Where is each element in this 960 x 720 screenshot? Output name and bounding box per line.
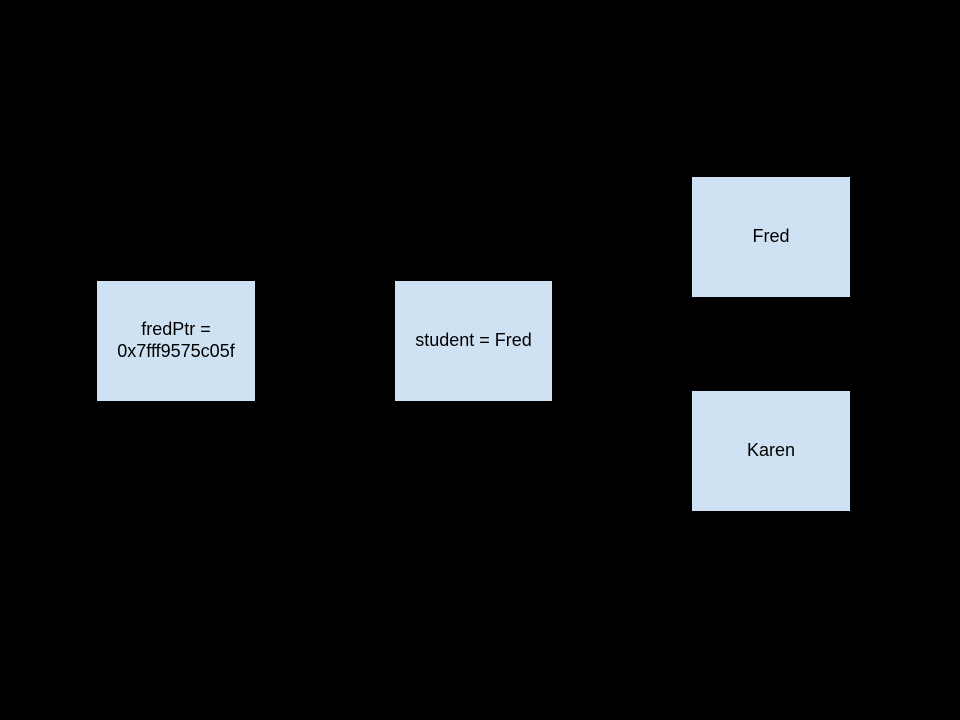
karen-box-label: Karen — [746, 440, 796, 461]
student-box-label: student = Fred — [415, 330, 532, 351]
fred-box: Fred — [692, 177, 850, 297]
fred-box-label: Fred — [752, 226, 790, 247]
student-box: student = Fred — [395, 281, 552, 401]
karen-box: Karen — [692, 391, 850, 511]
fredptr-box: fredPtr = 0x7fff9575c05f — [97, 281, 255, 401]
fredptr-box-label: fredPtr = 0x7fff9575c05f — [117, 319, 235, 361]
